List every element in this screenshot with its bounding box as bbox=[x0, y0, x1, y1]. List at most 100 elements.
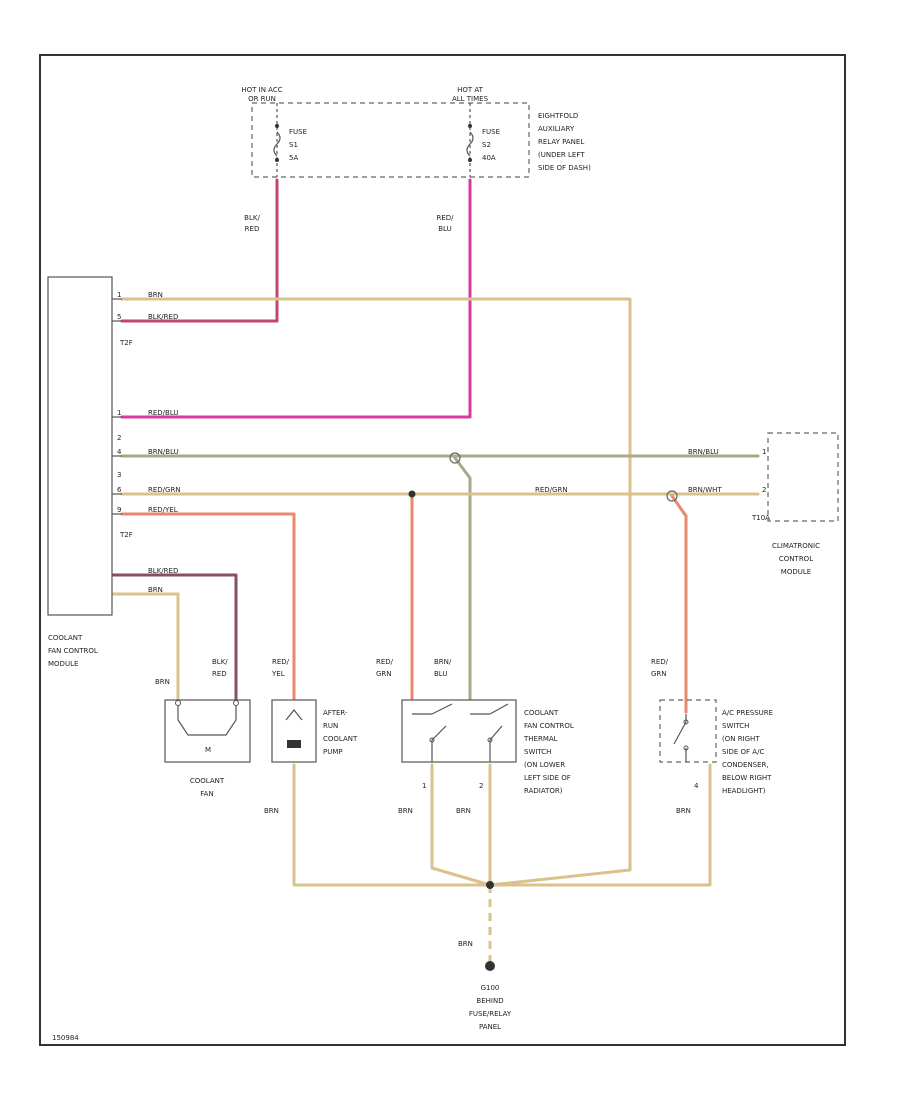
thermal-switch-pin-2: 2 bbox=[479, 782, 483, 790]
wire-label-blk-red-2: RED bbox=[245, 225, 260, 233]
module-pin-6: 6 bbox=[117, 486, 122, 494]
wire-blk-red-fan bbox=[110, 573, 238, 702]
module-pin-1: 1 bbox=[117, 291, 121, 299]
pump-wire-red-yel-1: RED/ bbox=[272, 658, 290, 666]
hot-all-times-label-2: ALL TIMES bbox=[452, 95, 489, 103]
motor-icon: M bbox=[175, 700, 239, 754]
connector-t10a: T10A bbox=[751, 514, 770, 522]
coolant-fan-label-1: COOLANT bbox=[190, 777, 225, 785]
wire-label-brn-wht: BRN/WHT bbox=[688, 486, 722, 494]
climatronic-label-1: CLIMATRONIC bbox=[772, 542, 820, 550]
wire-brn-fan bbox=[110, 592, 180, 702]
pump-icon bbox=[285, 709, 303, 748]
fan-wire-blk-red-2: RED bbox=[212, 670, 227, 678]
coolant-fan-control-module-box bbox=[47, 276, 113, 616]
module-pin-9: 9 bbox=[117, 506, 121, 514]
switch-wire-brn-2: BRN bbox=[456, 807, 471, 815]
ac-pressure-switch-box bbox=[659, 699, 717, 763]
switch-wire-brn-1: BRN bbox=[398, 807, 413, 815]
module-pin-2: 2 bbox=[117, 434, 121, 442]
switch-wire-red-grn-1: RED/ bbox=[376, 658, 394, 666]
ac-switch-label-1: A/C PRESSURE bbox=[722, 709, 773, 717]
ac-switch-label-2: SWITCH bbox=[722, 722, 749, 730]
connector-t2f-top: T2F bbox=[119, 339, 133, 347]
diagram-id: 150984 bbox=[52, 1034, 79, 1042]
diagram-frame bbox=[39, 54, 846, 1046]
module-pin-4: 4 bbox=[117, 448, 122, 456]
pin-label-red-grn: RED/GRN bbox=[148, 486, 181, 494]
hot-acc-label-1: HOT IN ACC bbox=[241, 86, 282, 94]
fuse-s1-number: S1 bbox=[289, 141, 298, 149]
pump-label-4: PUMP bbox=[323, 748, 343, 756]
wire-label-mid-red-grn: RED/GRN bbox=[535, 486, 568, 494]
ac-switch-label-6: BELOW RIGHT bbox=[722, 774, 772, 782]
wire-brn-blu-to-switch bbox=[453, 456, 472, 714]
wire-brn-ac-ground bbox=[488, 763, 712, 887]
climatronic-module-box bbox=[767, 432, 839, 522]
fan-wire-brn: BRN bbox=[155, 678, 170, 686]
ground-icon bbox=[485, 961, 495, 971]
pin-label-brn-b: BRN bbox=[148, 586, 163, 594]
wire-brn-top bbox=[120, 297, 632, 887]
fuse-s2-number: S2 bbox=[482, 141, 491, 149]
wire-red-yel bbox=[120, 512, 296, 714]
module-label-1: COOLANT bbox=[48, 634, 83, 642]
relay-panel-label-3: RELAY PANEL bbox=[538, 138, 584, 146]
ac-wire-brn: BRN bbox=[676, 807, 691, 815]
wire-label-mid-brn-blu: BRN/BLU bbox=[688, 448, 719, 456]
ac-switch-contact-icon bbox=[673, 714, 689, 762]
pin-label-red-blu: RED/BLU bbox=[148, 409, 179, 417]
ground-label-3: FUSE/RELAY bbox=[469, 1010, 512, 1018]
pump-wire-red-yel-2: YEL bbox=[271, 670, 285, 678]
pump-label-2: RUN bbox=[323, 722, 338, 730]
ground-label-4: PANEL bbox=[479, 1023, 501, 1031]
ac-wire-red-grn-2: GRN bbox=[651, 670, 667, 678]
pin-label-blk-red: BLK/RED bbox=[148, 313, 178, 321]
wire-label-blk-red-1: BLK/ bbox=[244, 214, 260, 222]
thermal-switch-label-6: LEFT SIDE OF bbox=[524, 774, 571, 782]
pin-label-brn: BRN bbox=[148, 291, 163, 299]
switch-contact-icon bbox=[412, 703, 509, 762]
motor-symbol: M bbox=[205, 746, 211, 754]
fuse-s2: FUSE S2 40A bbox=[466, 103, 500, 177]
connector-brn-blu-icon bbox=[449, 452, 461, 464]
module-pin-5: 5 bbox=[117, 313, 121, 321]
ac-switch-label-3: (ON RIGHT bbox=[722, 735, 760, 743]
wire-label-red-blu-1: RED/ bbox=[436, 214, 454, 222]
relay-panel-label-1: EIGHTFOLD bbox=[538, 112, 578, 120]
relay-panel-label-4: (UNDER LEFT bbox=[538, 151, 585, 159]
ac-switch-label-7: HEADLIGHT) bbox=[722, 787, 766, 795]
module-label-2: FAN CONTROL bbox=[48, 647, 98, 655]
thermal-switch-label-5: (ON LOWER bbox=[524, 761, 565, 769]
ground-wire-brn: BRN bbox=[458, 940, 473, 948]
thermal-switch-label-1: COOLANT bbox=[524, 709, 559, 717]
splice-ground bbox=[486, 881, 494, 889]
ac-switch-pin-4: 4 bbox=[694, 782, 699, 790]
pump-wire-brn: BRN bbox=[264, 807, 279, 815]
ac-switch-label-5: CONDENSER, bbox=[722, 761, 769, 769]
splice-red-grn bbox=[408, 490, 416, 498]
thermal-switch-label-2: FAN CONTROL bbox=[524, 722, 574, 730]
module-pin-3: 3 bbox=[117, 471, 121, 479]
module-label-3: MODULE bbox=[48, 660, 78, 668]
coolant-fan-label-2: FAN bbox=[200, 790, 213, 798]
ac-wire-red-grn-1: RED/ bbox=[651, 658, 669, 666]
pin-label-red-yel: RED/YEL bbox=[148, 506, 178, 514]
ground-label-1: G100 bbox=[481, 984, 500, 992]
module-pin-1b: 1 bbox=[117, 409, 121, 417]
connector-brn-wht-icon bbox=[666, 490, 678, 502]
fuse-s1-label: FUSE bbox=[289, 128, 307, 136]
fuse-s1: FUSE S1 5A bbox=[273, 103, 307, 177]
climatronic-label-2: CONTROL bbox=[779, 555, 813, 563]
pin-label-blk-red-b: BLK/RED bbox=[148, 567, 178, 575]
fuse-s2-label: FUSE bbox=[482, 128, 500, 136]
thermal-switch-pin-1: 1 bbox=[422, 782, 426, 790]
ground-label-2: BEHIND bbox=[476, 997, 503, 1005]
hot-all-times-label-1: HOT AT bbox=[457, 86, 484, 94]
thermal-switch-label-4: SWITCH bbox=[524, 748, 551, 756]
pin-label-brn-blu: BRN/BLU bbox=[148, 448, 179, 456]
relay-panel-box bbox=[251, 102, 530, 178]
climatronic-pin-2: 2 bbox=[762, 486, 766, 494]
